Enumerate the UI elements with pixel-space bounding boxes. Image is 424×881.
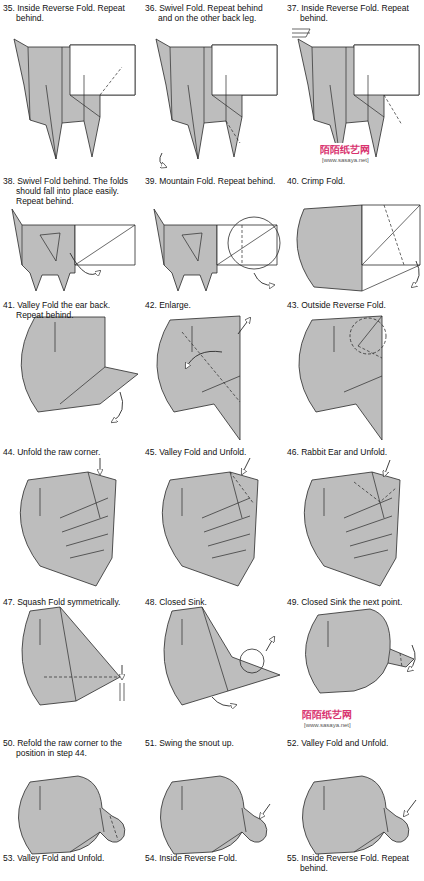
step-caption: 52. Valley Fold and Unfold. (287, 738, 421, 748)
step-figure (164, 607, 280, 706)
step-caption: 53. Valley Fold and Unfold. (3, 853, 137, 863)
step-caption: 49. Closed Sink the next point. (287, 597, 421, 607)
step-caption: 36. Swivel Fold. Repeat behind and on th… (145, 3, 279, 23)
step-caption: 46. Rabbit Ear and Unfold. (287, 447, 421, 457)
step-caption: 42. Enlarge. (145, 300, 279, 310)
step-caption: 43. Outside Reverse Fold. (287, 300, 421, 310)
step-figure (297, 205, 420, 291)
watermark: 陌陌纸艺网 (300, 708, 354, 722)
step-caption: 51. Swing the snout up. (145, 738, 279, 748)
step-figure (299, 316, 386, 440)
step-caption: 38. Swivel Fold behind. The folds should… (3, 176, 137, 206)
step-figure (162, 458, 258, 586)
step-figure (157, 316, 250, 440)
watermark: 陌陌纸艺网 (318, 143, 372, 157)
step-figure (22, 607, 124, 705)
step-figure (20, 458, 116, 586)
step-caption: 35. Inside Reverse Fold. Repeat behind. (3, 3, 137, 23)
step-figure (154, 209, 280, 291)
step-caption: 37. Inside Reverse Fold. Repeat behind. (287, 3, 421, 23)
step-caption: 47. Squash Fold symmetrically. (3, 597, 137, 607)
step-caption: 50. Refold the raw corner to the positio… (3, 738, 137, 758)
step-figure (160, 776, 270, 854)
step-caption: 41. Valley Fold the ear back. Repeat beh… (3, 300, 137, 320)
watermark: [www.sasaya.net] (320, 157, 371, 163)
step-figure (305, 609, 415, 693)
step-caption: 39. Mountain Fold. Repeat behind. (145, 176, 279, 186)
step-caption: 44. Unfold the raw corner. (3, 447, 137, 457)
step-caption: 55. Inside Reverse Fold. Repeat behind. (287, 853, 421, 873)
step-caption: 48. Closed Sink. (145, 597, 279, 607)
step-figure (12, 209, 135, 291)
step-figure (304, 460, 400, 586)
watermark: [www.sasaya.net] (302, 722, 353, 728)
step-figure (292, 29, 419, 159)
step-caption: 45. Valley Fold and Unfold. (145, 447, 279, 457)
step-figure (14, 39, 135, 159)
step-figure (21, 317, 138, 422)
step-figure (18, 776, 124, 854)
step-figure (302, 776, 416, 854)
step-caption: 40. Crimp Fold. (287, 176, 421, 186)
step-caption: 54. Inside Reverse Fold. (145, 853, 279, 863)
step-figure (156, 39, 277, 167)
